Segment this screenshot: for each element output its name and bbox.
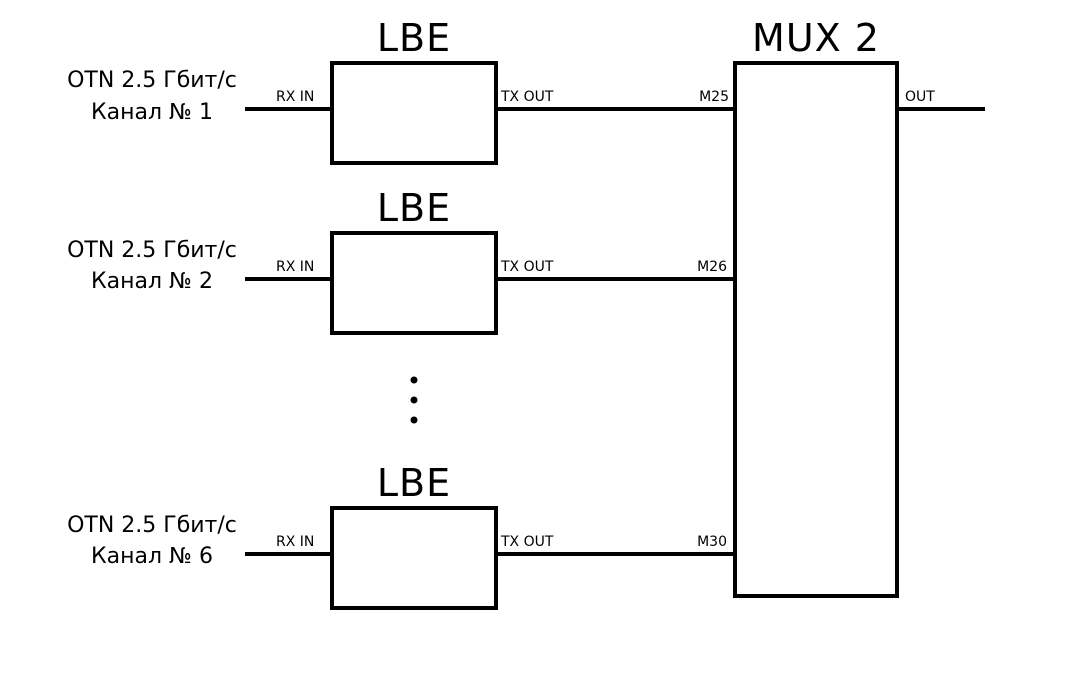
lbe-6-tx-out-label: TX OUT bbox=[500, 534, 554, 550]
mux-block bbox=[733, 61, 899, 598]
mux-port-m30-label: M30 bbox=[697, 534, 727, 550]
mux-2: MUX 2 OUT bbox=[733, 16, 985, 598]
lbe-6-block bbox=[330, 506, 498, 610]
channel-6-number-label: Канал № 6 bbox=[91, 544, 213, 569]
lbe-2-block bbox=[330, 231, 498, 335]
channel-6-signal-label: OTN 2.5 Гбит/с bbox=[67, 513, 237, 538]
lbe-6-title: LBE bbox=[377, 461, 451, 505]
lbe-1-tx-out-label: TX OUT bbox=[500, 89, 554, 105]
channel-1-rx-in-label: RX IN bbox=[276, 89, 314, 105]
channel-1-number-label: Канал № 1 bbox=[91, 100, 213, 125]
mux-port-m26-label: M26 bbox=[697, 259, 727, 275]
channel-6-rx-in-label: RX IN bbox=[276, 534, 314, 550]
lbe-2-title: LBE bbox=[377, 186, 451, 230]
lbe-2-tx-out-label: TX OUT bbox=[500, 259, 554, 275]
channel-2: OTN 2.5 Гбит/с Канал № 2 RX IN LBE TX OU… bbox=[67, 186, 735, 335]
channel-2-rx-in-label: RX IN bbox=[276, 259, 314, 275]
channel-6: OTN 2.5 Гбит/с Канал № 6 RX IN LBE TX OU… bbox=[67, 461, 735, 610]
channel-2-signal-label: OTN 2.5 Гбит/с bbox=[67, 238, 237, 263]
channel-1-signal-label: OTN 2.5 Гбит/с bbox=[67, 68, 237, 93]
ellipsis-dots bbox=[410, 376, 418, 424]
ellipsis-dot bbox=[410, 376, 418, 384]
ellipsis-dot bbox=[410, 396, 418, 404]
mux-port-m25-label: M25 bbox=[699, 89, 729, 105]
channel-2-number-label: Канал № 2 bbox=[91, 269, 213, 294]
mux-out-label: OUT bbox=[905, 89, 935, 105]
mux-title: MUX 2 bbox=[752, 16, 880, 60]
lbe-1-block bbox=[330, 61, 498, 165]
ellipsis-dot bbox=[410, 416, 418, 424]
channel-1: OTN 2.5 Гбит/с Канал № 1 RX IN LBE TX OU… bbox=[67, 16, 735, 165]
lbe-1-title: LBE bbox=[377, 16, 451, 60]
